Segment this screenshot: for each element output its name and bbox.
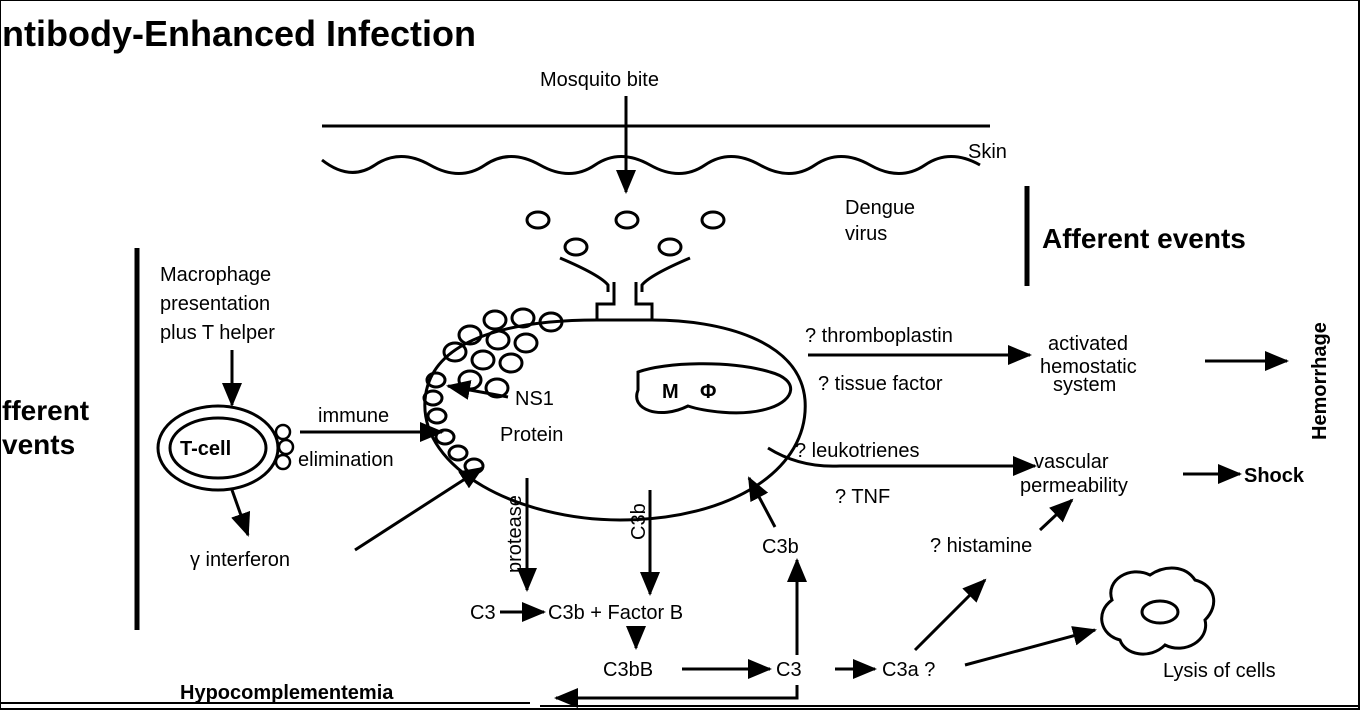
label-elimination: elimination	[298, 449, 394, 471]
arrow-to-hypocomplementemia	[556, 685, 797, 698]
virus-particle	[702, 212, 724, 228]
label-t-cell: T-cell	[180, 438, 231, 460]
virus-particle	[616, 212, 638, 228]
lysed-cell	[1102, 568, 1214, 654]
label-presentation: presentation	[160, 293, 270, 315]
label-tnf: ? TNF	[835, 486, 890, 508]
arrow-interferon-to-macrophage	[355, 468, 482, 550]
virus-particle	[565, 239, 587, 255]
label-immune: immune	[318, 405, 389, 427]
label-phi: Φ	[700, 381, 716, 403]
label-macrophage: Macrophage	[160, 264, 271, 286]
label-ns1: NS1	[515, 388, 554, 410]
label-c3b-vertical: C3b	[628, 503, 650, 540]
fc-receptor	[597, 282, 652, 320]
virus-particle	[527, 212, 549, 228]
t-cell-receptor	[276, 455, 290, 469]
label-histamine: ? histamine	[930, 535, 1032, 557]
label-c3b-right: C3b	[762, 536, 799, 558]
antibody-right-arm	[642, 258, 690, 292]
arrow-to-interferon	[232, 490, 248, 535]
label-protein: Protein	[500, 424, 563, 446]
label-c3a: C3a ?	[882, 659, 935, 681]
label-skin: Skin	[968, 141, 1007, 163]
label-gamma-interferon: γ interferon	[190, 549, 290, 571]
label-hypocomplementemia: Hypocomplementemia	[180, 682, 394, 704]
lysed-cell-nucleus	[1142, 601, 1178, 623]
label-c3-bottom: C3	[776, 659, 802, 681]
label-m: M	[662, 381, 679, 403]
arrow-c3b-to-macrophage	[749, 478, 775, 527]
label-c3bb: C3bB	[603, 659, 653, 681]
label-mosquito-bite: Mosquito bite	[540, 69, 659, 91]
virus-particle	[659, 239, 681, 255]
label-tissue-factor: ? tissue factor	[818, 373, 943, 395]
label-virus: virus	[845, 223, 887, 245]
antibody-left-arm	[560, 258, 608, 292]
arrow-histamine	[1040, 500, 1072, 530]
label-plus-t-helper: plus T helper	[160, 322, 275, 344]
label-c3b-factor-b: C3b + Factor B	[548, 602, 683, 624]
label-shock: Shock	[1244, 465, 1305, 487]
t-cell-receptor	[276, 425, 290, 439]
label-system: system	[1053, 374, 1116, 396]
label-leukotrienes: ? leukotrienes	[795, 440, 920, 462]
diagram-title: ntibody-Enhanced Infection	[2, 13, 476, 54]
label-permeability: permeability	[1020, 475, 1128, 497]
label-thromboplastin: ? thromboplastin	[805, 325, 953, 347]
label-efferent-line2: vents	[2, 429, 75, 460]
label-lysis-of-cells: Lysis of cells	[1163, 660, 1276, 682]
label-dengue: Dengue	[845, 197, 915, 219]
label-vascular: vascular	[1034, 451, 1109, 473]
label-c3: C3	[470, 602, 496, 624]
t-cell-receptor	[279, 440, 293, 454]
arrow-c3a-to-lysis	[965, 630, 1095, 665]
skin-wavy-line	[322, 157, 980, 174]
label-afferent-events: Afferent events	[1042, 223, 1246, 254]
label-activated: activated	[1048, 333, 1128, 355]
arrow-c3a-to-histamine	[915, 580, 985, 650]
label-hemorrhage: Hemorrhage	[1309, 322, 1331, 440]
label-protease: protease	[504, 495, 526, 573]
label-efferent-line1: fferent	[2, 395, 89, 426]
